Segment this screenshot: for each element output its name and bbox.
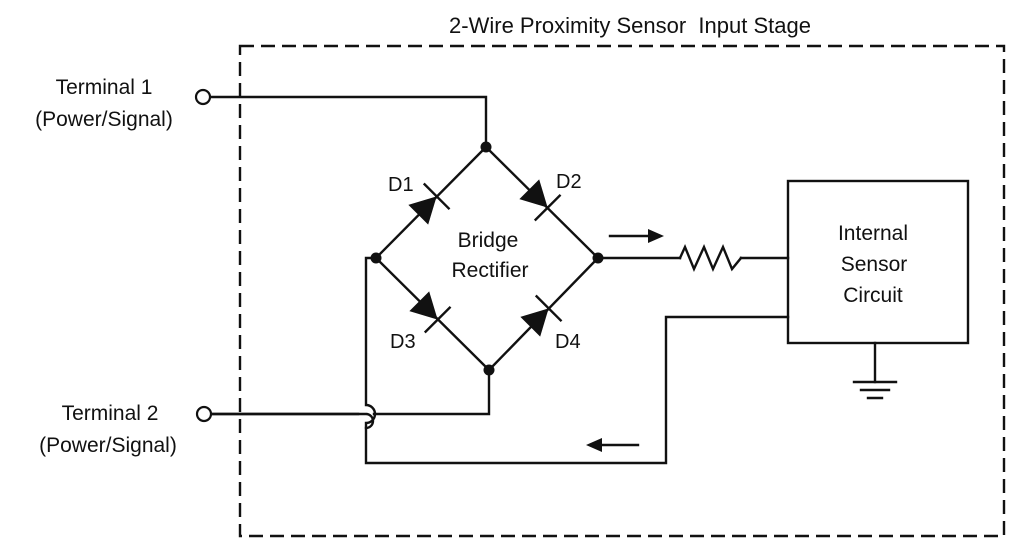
bridge-left-node	[370, 252, 382, 264]
terminal-1-wire	[208, 95, 488, 149]
terminal-2-wire-c	[372, 368, 491, 416]
diode-d1-icon	[408, 182, 451, 225]
bridge-bottom-node	[483, 364, 495, 376]
terminal-2-name: Terminal 2	[62, 402, 159, 425]
terminal-1-role: (Power/Signal)	[35, 108, 173, 131]
diode-d4-label: D4	[555, 331, 581, 353]
ground-icon	[852, 341, 898, 400]
left-node-return-wire	[364, 256, 790, 465]
bridge-top-node	[480, 141, 492, 153]
arrow-right-icon	[608, 229, 664, 243]
terminal-1-name: Terminal 1	[56, 76, 153, 99]
diode-d3-label: D3	[390, 331, 416, 353]
sensor-block-line1: Internal	[838, 222, 908, 245]
bridge-label-line1: Bridge	[458, 229, 519, 252]
arrow-left-icon	[586, 438, 640, 452]
diode-d2-label: D2	[556, 171, 582, 193]
diode-d1-label: D1	[388, 174, 414, 196]
terminal-1-connector	[194, 88, 212, 106]
terminal-2-role: (Power/Signal)	[39, 434, 177, 457]
diode-d4-icon	[520, 294, 563, 337]
sensor-block-line3: Circuit	[843, 284, 903, 307]
bridge-label-line2: Rectifier	[451, 259, 528, 282]
sensor-enclosure-boundary	[238, 44, 1006, 538]
diagram-title: 2-Wire Proximity Sensor Input Stage	[449, 13, 811, 38]
resistor-icon	[678, 243, 743, 273]
internal-sensor-circuit-block	[786, 179, 970, 345]
diode-d2-icon	[519, 179, 562, 222]
sensor-block-line2: Sensor	[841, 253, 908, 276]
terminal-2-wire	[209, 412, 375, 430]
terminal-2-connector	[195, 405, 213, 423]
diode-d3-icon	[409, 291, 452, 334]
